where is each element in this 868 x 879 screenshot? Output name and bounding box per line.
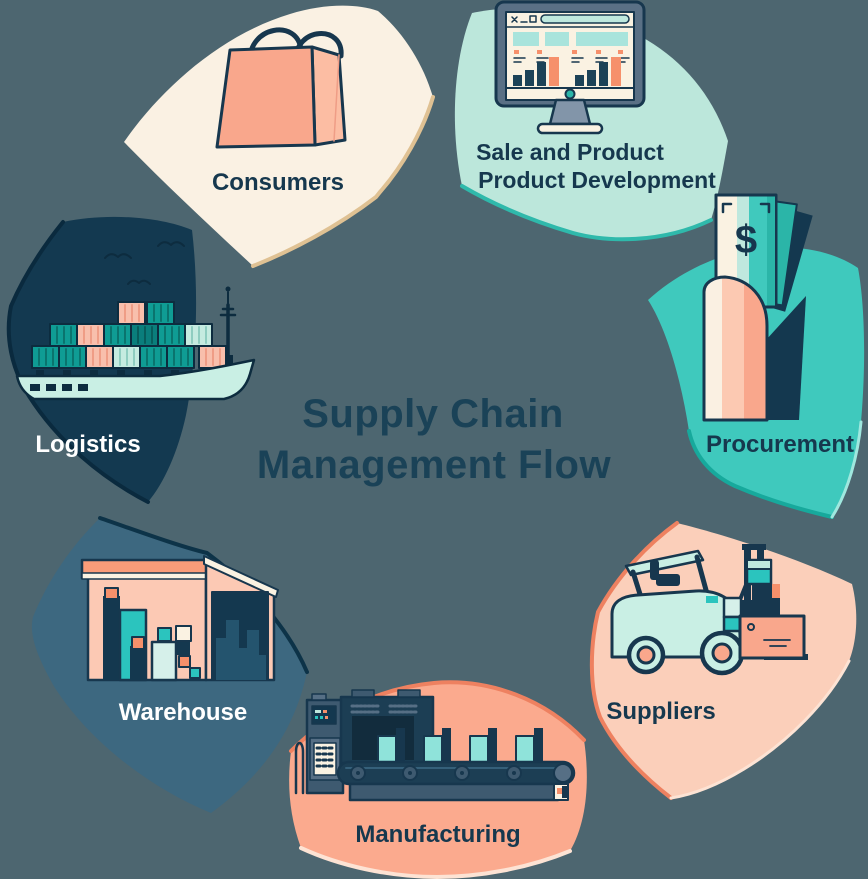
money-in-hand-icon: $ [702,193,813,422]
ship-mast [219,286,237,370]
procurement-label: Procurement [706,431,854,458]
birds [104,241,185,285]
procurement-edge-highlight [830,420,863,519]
hull-windows [30,384,88,391]
suppliers-edge-line [589,521,679,800]
warehouse-edge-line [98,516,309,674]
dollar-sign: $ [735,218,757,262]
segment-manufacturing: Manufacturing [289,680,587,879]
procurement-edge-line [687,429,834,519]
sales-label-line1: Sale and Product [476,139,664,165]
containers [31,301,227,369]
monitor-bar-chart [513,57,621,86]
ship-hull [15,358,256,401]
manufacturing-label: Manufacturing [355,821,520,848]
segment-procurement: $ Procurement [648,193,865,519]
shopping-bag-icon [215,27,347,149]
conveyor-belt-icon [294,689,576,802]
segment-consumers: Consumers [124,5,435,268]
cargo-ship-icon [15,241,256,401]
segment-logistics: Logistics [6,216,256,504]
dollar-bill: $ [714,193,778,309]
sales-edge-line [460,184,713,242]
diagram-title: Supply Chain Management Flow [257,392,612,487]
title-line1: Supply Chain [302,392,564,436]
segment-warehouse: Warehouse [31,516,309,813]
segment-suppliers: Suppliers [589,521,857,800]
warehouse-icon [80,555,279,682]
forklift-icon [610,544,808,676]
logistics-label: Logistics [35,431,140,458]
logistics-edge-line [6,220,150,504]
warehouse-door-silhouette [216,620,266,680]
warehouse-label: Warehouse [119,699,247,726]
conveyor-boxes [377,728,543,763]
cargo-boxes [722,558,806,660]
consumers-edge-line [251,95,435,268]
suppliers-label: Suppliers [606,698,715,725]
segment-sales-product-development: Sale and Product Product Development [454,0,728,242]
title-line2: Management Flow [257,443,612,487]
monitor-dashboard-icon [494,0,646,135]
warehouse-boxes [103,587,201,682]
suppliers-edge-highlight [669,659,851,800]
manufacturing-edge-highlight [299,846,572,879]
hand [702,275,769,422]
sales-label-line2: Product Development [478,167,716,193]
consumers-label: Consumers [212,169,344,196]
